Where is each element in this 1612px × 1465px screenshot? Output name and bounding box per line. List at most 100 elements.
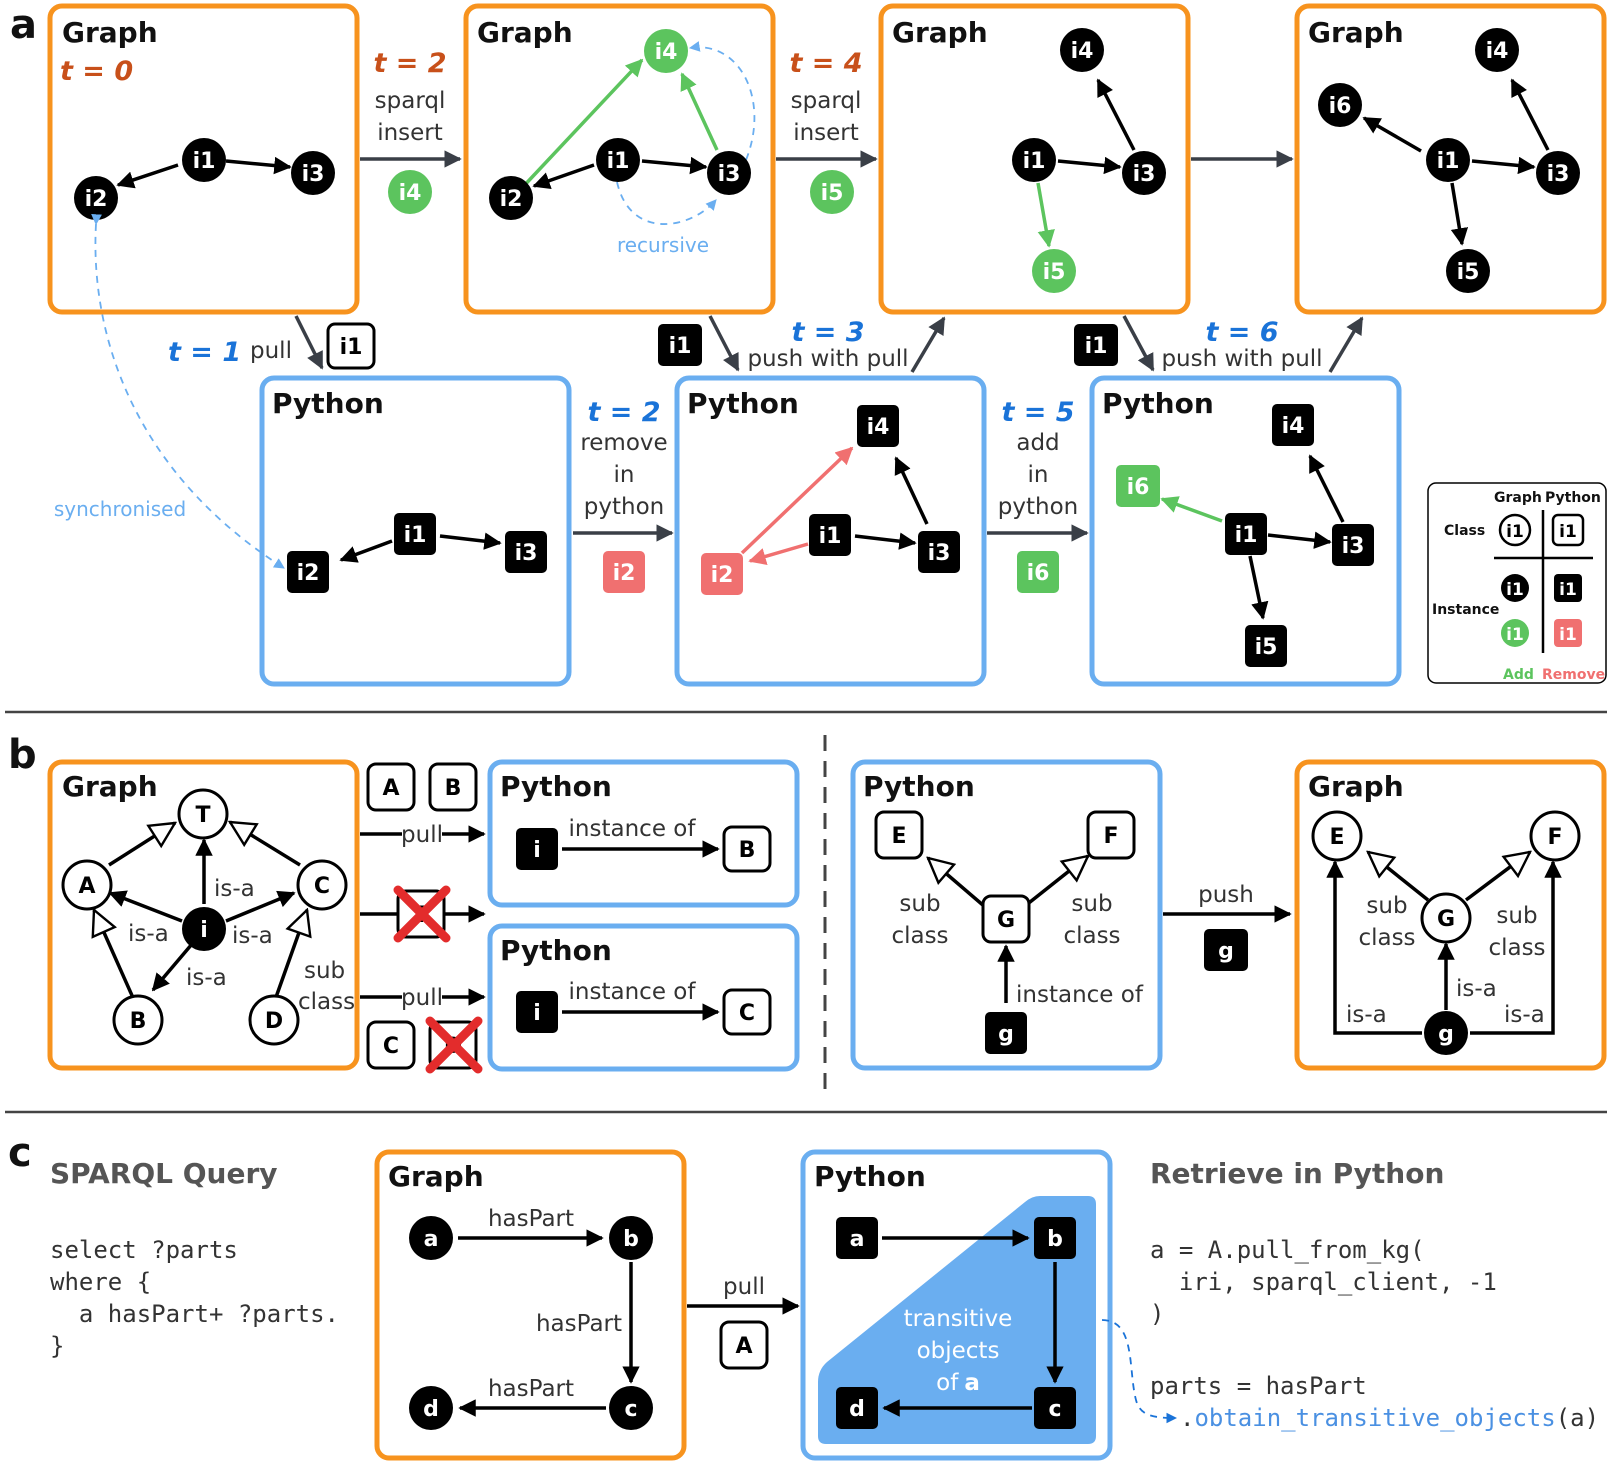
- class-node-C: [296, 859, 348, 911]
- node-label: i6: [1027, 561, 1050, 586]
- instance-node-c: [609, 1386, 653, 1430]
- instance-node-i1: [182, 138, 226, 182]
- label-sub: sub: [304, 958, 345, 984]
- subclass-edge: [1023, 856, 1088, 908]
- code-args: (a): [1556, 1404, 1599, 1432]
- added-instance-i5: [1032, 249, 1076, 293]
- label-is-a: is-a: [1504, 1002, 1545, 1028]
- node-label: i4: [399, 181, 422, 206]
- legend-python-instance: [1554, 574, 1582, 602]
- instance-node-i1: [658, 324, 702, 366]
- instance-node-i: [516, 991, 558, 1033]
- is-a-edge: [108, 890, 183, 923]
- label-push-with-pull: push with pull: [747, 346, 908, 372]
- node-label: i2: [613, 561, 636, 586]
- removed-instance-i2: [603, 551, 645, 593]
- node-label: B: [445, 776, 462, 801]
- edge: [1362, 116, 1422, 153]
- edge: [339, 539, 393, 563]
- graph-title: Graph: [62, 16, 158, 49]
- graph-box-b-left: [47, 759, 360, 1071]
- edge-added: [680, 72, 719, 151]
- time-label-t2-python: t = 2: [587, 397, 660, 428]
- node-label: i5: [1255, 635, 1278, 660]
- label-pull: pull: [723, 1274, 765, 1300]
- legend-class: Class: [1444, 523, 1485, 539]
- recursive-edge: [616, 181, 717, 225]
- edge: [894, 456, 929, 525]
- edge-added: [1160, 496, 1223, 523]
- instance-node-i4: [857, 405, 899, 447]
- node-label: i1: [1023, 149, 1046, 174]
- instance-node-i2: [74, 176, 118, 220]
- class-node-i1: [326, 322, 376, 370]
- node-label: i1: [607, 149, 630, 174]
- label-a: a: [964, 1370, 980, 1396]
- legend-instance: Instance: [1432, 602, 1499, 618]
- label-is-a: is-a: [128, 921, 169, 947]
- instance-node-i3: [1536, 151, 1580, 195]
- legend-python: Python: [1545, 490, 1601, 506]
- added-instance-i5: [810, 170, 854, 214]
- instance-node-i3: [505, 531, 547, 573]
- node-label: g: [1438, 1022, 1454, 1047]
- flow-arrow: [294, 315, 324, 370]
- label-push: push: [1198, 882, 1254, 908]
- edge: [532, 163, 595, 190]
- node-label: i1: [1437, 149, 1460, 174]
- edge: [1450, 182, 1469, 246]
- legend-add: [1501, 619, 1529, 647]
- label-transitive: transitive: [904, 1306, 1013, 1332]
- instance-node-b: [609, 1216, 653, 1260]
- node-label: i1: [1559, 625, 1577, 645]
- instance-node-i1: [1225, 513, 1267, 555]
- code-method: obtain_transitive_objects: [1194, 1404, 1555, 1432]
- legend-add-label: Add: [1503, 667, 1534, 683]
- class-node-G: [1420, 892, 1472, 944]
- edge: [1471, 156, 1536, 175]
- instance-node-i3: [1122, 151, 1166, 195]
- label-insert: insert: [377, 120, 443, 146]
- python-box-t3: [674, 375, 987, 687]
- node-label: i4: [655, 40, 678, 65]
- node-label: i1: [1506, 625, 1524, 645]
- time-label-t6: t = 6: [1205, 317, 1278, 348]
- node-label: i1: [193, 149, 216, 174]
- edge: [1308, 454, 1345, 523]
- label-instance-of: instance of: [569, 979, 697, 1005]
- edge: [1248, 555, 1269, 620]
- label-instance-of: instance of: [569, 816, 697, 842]
- node-label: i4: [1071, 39, 1094, 64]
- instance-node-i: [182, 907, 226, 951]
- instance-node-a: [836, 1217, 878, 1259]
- node-label: C: [314, 874, 330, 899]
- time-label-t3: t = 3: [791, 317, 864, 348]
- node-label: i2: [85, 187, 108, 212]
- code-line: }: [50, 1332, 64, 1360]
- time-label-t1: t = 1: [168, 337, 241, 368]
- node-label: E: [1329, 825, 1344, 850]
- code-line: parts = hasPart: [1150, 1372, 1367, 1400]
- is-a-edge: [1326, 860, 1422, 1035]
- label-class: class: [891, 923, 948, 949]
- node-label: d: [423, 1397, 439, 1422]
- node-label: C: [383, 1034, 399, 1059]
- legend-remove-label: Remove: [1542, 667, 1605, 683]
- python-box-b-top: [487, 759, 800, 908]
- code-line: iri, sparql_client, -1: [1150, 1268, 1497, 1296]
- label-bg: [402, 985, 442, 1009]
- node-label: A: [735, 1334, 752, 1359]
- node-label: i5: [1457, 260, 1480, 285]
- node-label: G: [1437, 907, 1455, 932]
- code-line: ): [1150, 1300, 1164, 1328]
- class-node-C: [722, 988, 772, 1036]
- flow-arrow: [708, 315, 740, 372]
- node-label: i3: [1133, 162, 1156, 187]
- python-title: Python: [500, 770, 612, 803]
- graph-title: Graph: [388, 1160, 484, 1193]
- label-in: in: [1028, 462, 1049, 488]
- edge: [116, 163, 179, 189]
- panel-label-b: b: [8, 732, 37, 778]
- instance-node-i1: [596, 138, 640, 182]
- label-is-a: is-a: [186, 965, 227, 991]
